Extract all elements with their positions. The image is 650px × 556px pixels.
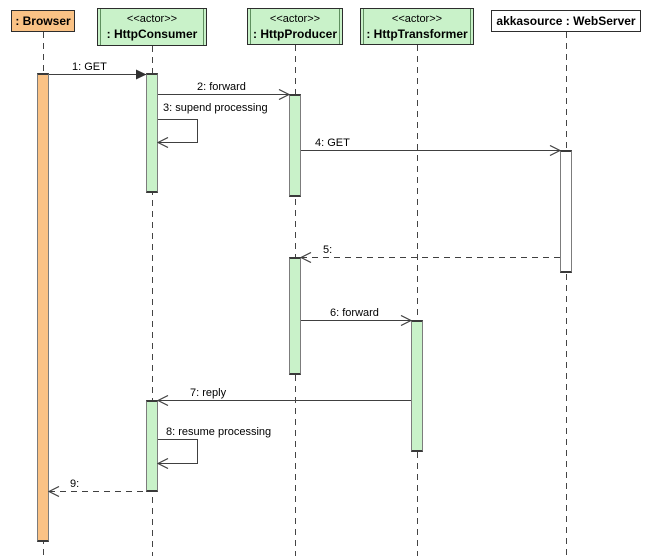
lifeline-httpconsumer [152, 46, 153, 556]
participant-name: : HttpProducer [253, 26, 337, 41]
message-label: 2: forward [197, 81, 246, 93]
message-8: 8: resume processing [157, 426, 271, 469]
participant-name: akkasource : WebServer [496, 13, 636, 28]
arrowhead-open-icon [549, 145, 561, 156]
message-3: 3: supend processing [157, 102, 268, 148]
message-label: 4: GET [315, 137, 350, 149]
participant-stereotype: <<actor>> [126, 13, 178, 25]
participant-webserver: akkasource : WebServer [491, 10, 641, 32]
activation-browser [37, 73, 49, 542]
message-line [158, 400, 411, 401]
activation-httpconsumer-1 [146, 73, 158, 193]
participant-stereotype: <<actor>> [391, 12, 443, 25]
activation-httpproducer-2 [289, 257, 301, 375]
activation-httpproducer-1 [289, 94, 301, 197]
participant-name: : Browser [15, 13, 71, 28]
arrowhead-open-icon [157, 395, 169, 406]
message-label: 8: resume processing [166, 426, 272, 438]
message-line [158, 94, 289, 95]
message-line [301, 150, 560, 151]
arrowhead-open-icon [48, 486, 60, 497]
lifeline-httptransformer [417, 45, 418, 556]
message-line [49, 74, 146, 75]
activation-httptransformer [411, 320, 423, 452]
participant-httptransformer: <<actor>> : HttpTransformer [360, 8, 474, 45]
participant-httpproducer: <<actor>> : HttpProducer [247, 8, 343, 45]
arrowhead-open-icon [400, 315, 412, 326]
activation-webserver [560, 150, 572, 273]
message-label: 5: [323, 244, 333, 256]
participant-name: : HttpTransformer [366, 26, 468, 41]
arrowhead-filled-icon [136, 69, 147, 80]
arrowhead-open-icon [157, 458, 169, 469]
participant-stereotype: <<actor>> [269, 12, 321, 25]
lifeline-webserver [566, 32, 567, 556]
message-label: 7: reply [190, 387, 227, 399]
participant-name: : HttpConsumer [106, 27, 198, 41]
message-label: 9: [70, 478, 80, 490]
arrowhead-open-icon [157, 137, 169, 148]
message-line [301, 320, 411, 321]
participant-browser: : Browser [11, 10, 75, 32]
activation-httpconsumer-2 [146, 400, 158, 492]
message-line [301, 257, 560, 258]
message-label: 3: supend processing [163, 102, 268, 114]
message-label: 1: GET [72, 61, 107, 73]
arrowhead-open-icon [300, 252, 312, 263]
message-label: 6: forward [330, 307, 379, 319]
arrowhead-open-icon [278, 89, 290, 100]
participant-httpconsumer: <<actor>> : HttpConsumer [97, 8, 207, 46]
message-line [49, 491, 146, 492]
